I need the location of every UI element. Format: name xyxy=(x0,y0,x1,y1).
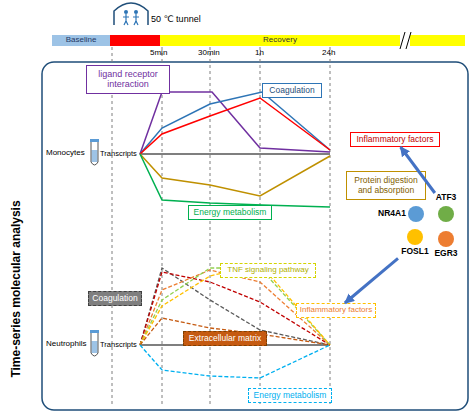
pathway-box: ligand receptor interaction xyxy=(86,65,170,94)
trend-lines xyxy=(140,92,330,207)
sample-label: Transcripts xyxy=(100,341,137,349)
condition-label: 50 ℃ tunnel xyxy=(151,15,201,24)
pathway-box: Protein digestion and absorption xyxy=(346,171,426,200)
gene-dot xyxy=(438,206,454,222)
time-label: 5min xyxy=(150,49,167,57)
pathway-box: Inflammatory factors xyxy=(350,132,440,147)
pathway-name: Energy metabolism xyxy=(254,391,327,400)
person-icon xyxy=(133,14,139,25)
pathway-box: Energy metabolism xyxy=(248,388,332,403)
time-label: 1h xyxy=(255,49,264,57)
time-label: 24h xyxy=(322,49,335,57)
pathway-box: Coagulation xyxy=(262,83,322,98)
time-gridlines xyxy=(112,47,330,405)
pathway-name: Extracellular matrix xyxy=(189,334,261,343)
baseline xyxy=(140,153,330,154)
gene-name: EGR3 xyxy=(430,249,462,258)
pathway-name: Protein digestion and absorption xyxy=(347,176,425,195)
pathway-name: Baseline xyxy=(66,36,97,45)
gene-dot xyxy=(438,231,454,247)
person-icon xyxy=(123,14,129,25)
pathway-box: Inflammatory factors xyxy=(296,303,376,318)
gene-name: NR4A1 xyxy=(376,209,408,218)
recovery-segment xyxy=(410,35,465,46)
tube-icon xyxy=(90,139,99,165)
sample-label: Transcripts xyxy=(100,150,137,158)
cell-label: Neutrophils xyxy=(46,340,86,348)
person-icon xyxy=(124,10,128,14)
gene-name: ATF3 xyxy=(430,193,462,202)
gene-circle: NR4A1 xyxy=(376,204,426,224)
pathway-name: Coagulation xyxy=(92,294,137,303)
pathway-name: Energy metabolism xyxy=(194,208,267,217)
pathway-name: ligand receptor interaction xyxy=(87,70,169,90)
person-icon xyxy=(134,10,138,14)
gene-name: FOSL1 xyxy=(398,247,432,256)
pathway-name: Recovery xyxy=(263,36,297,45)
time-label: 30min xyxy=(198,49,220,57)
trend-lines xyxy=(140,264,330,378)
pathway-name: Coagulation xyxy=(269,86,314,95)
heat-segment xyxy=(110,35,160,46)
gene-dot xyxy=(408,206,424,222)
timeline-band: Recovery xyxy=(160,35,400,46)
gene-circle: FOSL1 xyxy=(398,228,432,260)
gene-circle: EGR3 xyxy=(430,230,462,262)
pathway-box: Coagulation xyxy=(88,291,142,306)
axis-title: Time-series molecular analysis xyxy=(10,187,22,391)
cell-label: Monocytes xyxy=(46,149,85,157)
gene-dot xyxy=(407,229,423,245)
pathway-name: Inflammatory factors xyxy=(300,306,372,315)
pathway-box: Extracellular matrix xyxy=(183,331,267,346)
pathway-name: TNF signaling pathway xyxy=(227,266,308,275)
pathway-name: Inflammatory factors xyxy=(357,135,434,144)
timeline-band: Baseline xyxy=(52,35,110,46)
axis-break xyxy=(400,32,411,49)
tube-icon xyxy=(90,330,99,356)
gene-circle: ATF3 xyxy=(430,193,462,223)
pathway-box: TNF signaling pathway xyxy=(220,263,316,278)
pathway-box: Energy metabolism xyxy=(188,205,272,220)
panel-frame xyxy=(42,62,468,410)
tunnel-icon xyxy=(114,3,148,25)
regulation-arrow xyxy=(345,258,398,303)
